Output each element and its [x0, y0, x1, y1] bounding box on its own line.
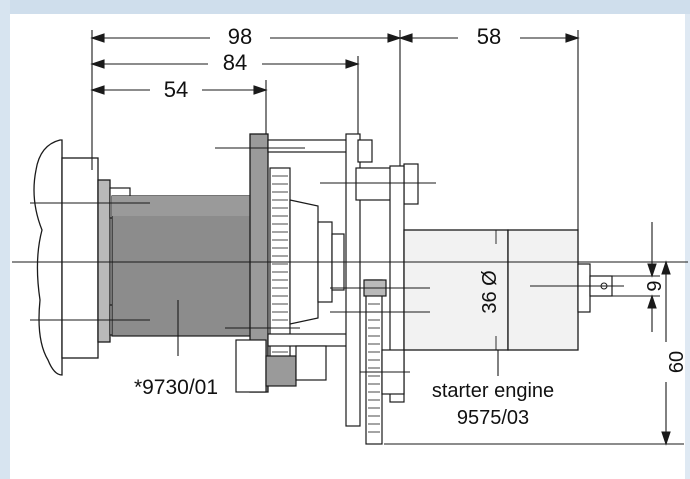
mount-bolt-head: [403, 163, 419, 205]
flange-plate: [97, 179, 111, 343]
pinion-teeth: [368, 303, 380, 433]
center-lines: [12, 147, 688, 373]
coupling-body: [111, 195, 253, 337]
side-plate: [345, 133, 361, 427]
starter-motor-body: [403, 229, 509, 351]
lower-bushing: [265, 355, 297, 387]
dimension-60-label: 60: [666, 351, 688, 373]
top-strip: [0, 0, 690, 14]
plate-foot: [235, 339, 267, 393]
mounting-wall: [33, 139, 63, 376]
starter-engine-label: starter engine: [432, 380, 554, 402]
lower-shaft: [295, 345, 327, 381]
dimension-lines: [90, 30, 684, 446]
large-gear: [269, 167, 291, 359]
dimension-9-label: 9: [644, 280, 666, 291]
dimension-54-label: 54: [164, 77, 188, 102]
dimension-98-label: 98: [228, 24, 252, 49]
motor-collar: [577, 263, 591, 313]
starter-engine-number-label: 9575/03: [457, 407, 529, 429]
pinion: [365, 279, 383, 445]
frame-bar-top: [267, 139, 359, 153]
dimension-84-label: 84: [223, 50, 247, 75]
dimension-58-label: 58: [477, 24, 501, 49]
left-strip: [0, 0, 10, 479]
part-number-label: *9730/01: [134, 376, 218, 399]
side-plate-cap: [357, 139, 373, 163]
starter-motor-endcap: [507, 229, 579, 351]
coupling-body-highlight: [112, 196, 252, 216]
flange-outer: [61, 157, 99, 359]
dimension-36-diameter-label: 36 Ø: [479, 270, 501, 313]
frame-bar-bottom: [267, 333, 359, 347]
